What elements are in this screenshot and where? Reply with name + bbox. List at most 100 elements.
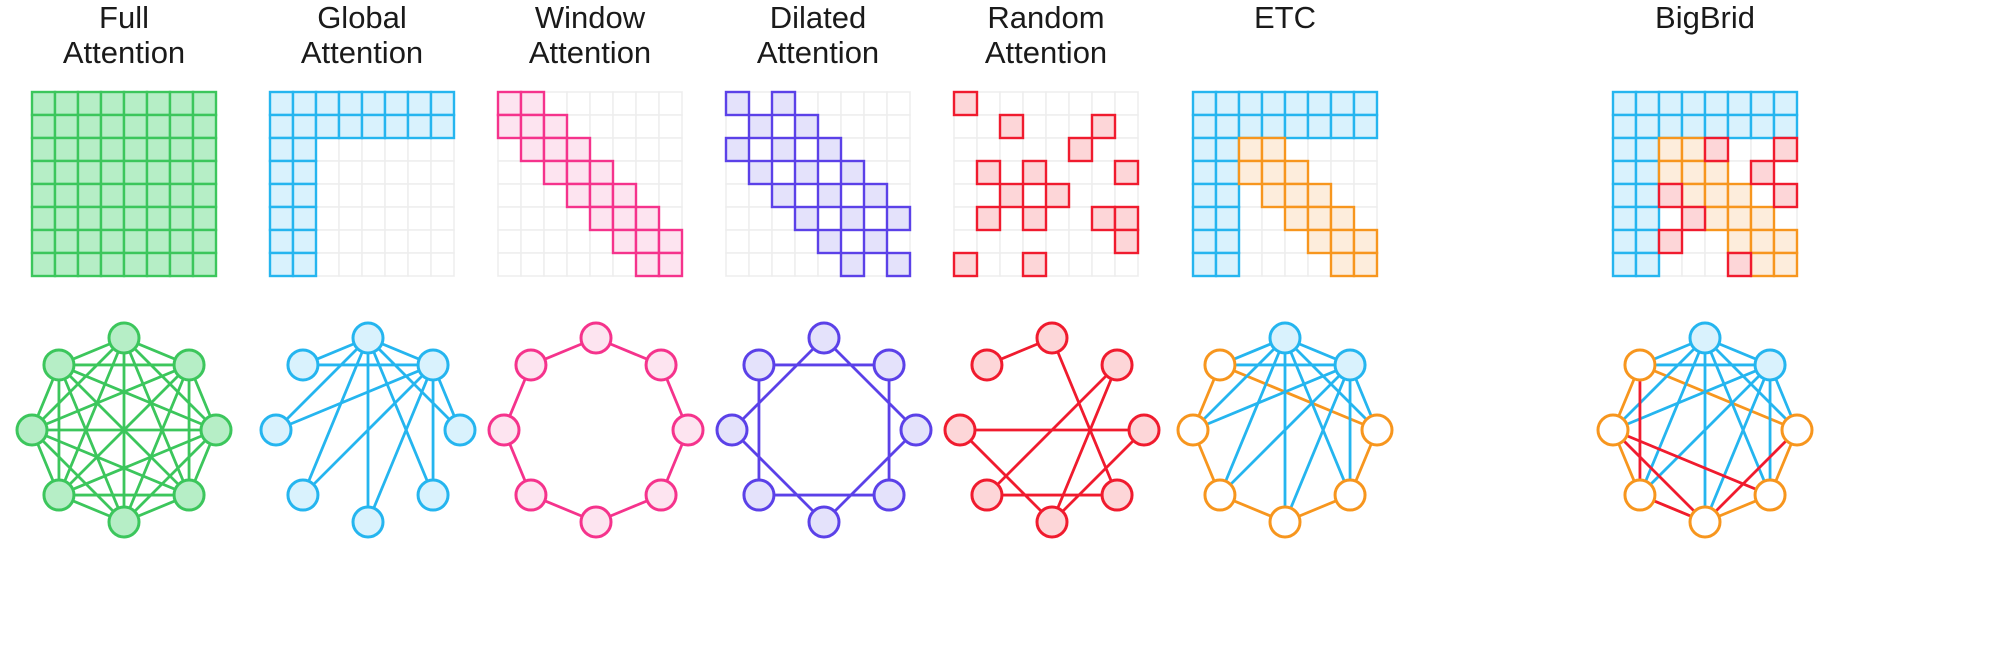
matrix-cell — [588, 159, 615, 186]
matrix-cell — [191, 205, 218, 232]
matrix-cell — [191, 251, 218, 278]
graph-edge — [1703, 428, 1799, 524]
matrix-cell — [747, 159, 774, 186]
graph-node — [671, 413, 705, 447]
matrix-cell — [839, 205, 866, 232]
title-line: Attention — [528, 35, 652, 70]
matrix-cell — [429, 113, 456, 140]
graph-node — [15, 413, 49, 447]
graph-edge — [301, 363, 435, 497]
graph-edge — [57, 363, 191, 497]
matrix-cell — [724, 136, 751, 163]
matrix-cell — [1191, 159, 1218, 186]
graph-node — [1333, 478, 1367, 512]
matrix-cell — [291, 228, 318, 255]
bigbird-matrix-wrap — [1410, 88, 2000, 278]
full-attention-matrix-wrap — [0, 88, 248, 278]
matrix-cell — [1237, 136, 1264, 163]
graph-node — [514, 348, 548, 382]
matrix-cell — [1726, 90, 1753, 117]
matrix-cell — [1113, 159, 1140, 186]
title-line: Attention — [62, 35, 186, 70]
matrix-cell — [53, 159, 80, 186]
graph-nodes — [487, 321, 705, 539]
graph-node — [1100, 348, 1134, 382]
matrix-cell — [1772, 90, 1799, 117]
matrix-cell — [191, 136, 218, 163]
matrix-cell — [1657, 159, 1684, 186]
matrix-cell — [1703, 90, 1730, 117]
matrix-cell — [1657, 228, 1684, 255]
global-attention-layer-global — [268, 90, 456, 278]
matrix-cell — [1352, 228, 1379, 255]
matrix-cell — [747, 113, 774, 140]
graph-edge — [822, 336, 918, 432]
graph-edge — [57, 363, 218, 432]
matrix-cell — [862, 182, 889, 209]
matrix-cell — [76, 251, 103, 278]
matrix-cell — [53, 205, 80, 232]
matrix-cell — [793, 159, 820, 186]
graph-node — [1688, 321, 1722, 355]
matrix-cell — [1680, 182, 1707, 209]
bigbird-layer-global — [1611, 90, 1799, 278]
matrix-cell — [611, 228, 638, 255]
graph-node — [416, 478, 450, 512]
matrix-cell — [634, 228, 661, 255]
matrix-cell — [53, 90, 80, 117]
graph-edge — [274, 336, 370, 432]
matrix-cell — [168, 90, 195, 117]
graph-node — [443, 413, 477, 447]
matrix-cell — [291, 159, 318, 186]
matrix-cell — [885, 251, 912, 278]
matrix-cell — [1306, 90, 1333, 117]
matrix-cell — [1237, 159, 1264, 186]
random-attention-graph-wrap — [932, 305, 1161, 645]
graph-node — [1623, 478, 1657, 512]
matrix-cell — [1634, 205, 1661, 232]
matrix-cell — [53, 113, 80, 140]
matrix-cell — [168, 136, 195, 163]
matrix-cell — [1329, 251, 1356, 278]
matrix-cell — [770, 136, 797, 163]
matrix-cell — [862, 228, 889, 255]
dilated-attention-layer-dilated — [724, 90, 912, 278]
matrix-cell — [1113, 228, 1140, 255]
etc-matrix-wrap — [1160, 88, 1410, 278]
matrix-cell — [145, 251, 172, 278]
matrix-cell — [1067, 136, 1094, 163]
matrix-cell — [1329, 113, 1356, 140]
graph-node — [807, 321, 841, 355]
graph-edge — [1191, 336, 1287, 432]
matrix-cell — [816, 182, 843, 209]
matrix-cell — [1283, 159, 1310, 186]
matrix-cell — [191, 228, 218, 255]
title-line: Dilated — [769, 0, 867, 35]
graph-node — [970, 348, 1004, 382]
random-attention-matrix-wrap — [932, 88, 1160, 278]
matrix-cell — [1749, 205, 1776, 232]
graph-node — [1596, 413, 1630, 447]
matrix-cell — [145, 205, 172, 232]
etc-graph — [1176, 321, 1394, 539]
graph-node — [644, 348, 678, 382]
graph-node — [172, 348, 206, 382]
matrix-cell — [30, 228, 57, 255]
matrix-cell — [1329, 90, 1356, 117]
matrix-cell — [611, 182, 638, 209]
matrix-cell — [1680, 136, 1707, 163]
matrix-cell — [268, 182, 295, 209]
matrix-cell — [496, 90, 523, 117]
global-attention-matrix-wrap — [248, 88, 476, 278]
matrix-cell — [1611, 113, 1638, 140]
matrix-cell — [268, 251, 295, 278]
graph-node — [1176, 413, 1210, 447]
matrix-cell — [1772, 251, 1799, 278]
matrix-cell — [1611, 228, 1638, 255]
matrix-cell — [1214, 90, 1241, 117]
matrix-cell — [565, 159, 592, 186]
etc-layer-global — [1191, 90, 1379, 278]
matrix-cell — [191, 159, 218, 186]
